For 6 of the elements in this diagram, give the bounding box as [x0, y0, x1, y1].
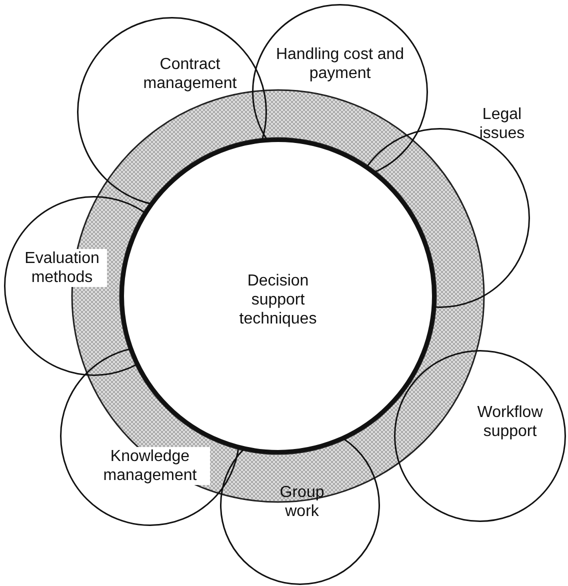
topic-label: Legal issues [478, 105, 526, 143]
topic-label: Group work [278, 483, 326, 521]
topic-label: Workflow support [476, 403, 544, 441]
topic-label: Handling cost and payment [274, 45, 406, 83]
topic-label: Contract management [142, 55, 238, 93]
center-label: Decision support techniques [238, 272, 318, 328]
